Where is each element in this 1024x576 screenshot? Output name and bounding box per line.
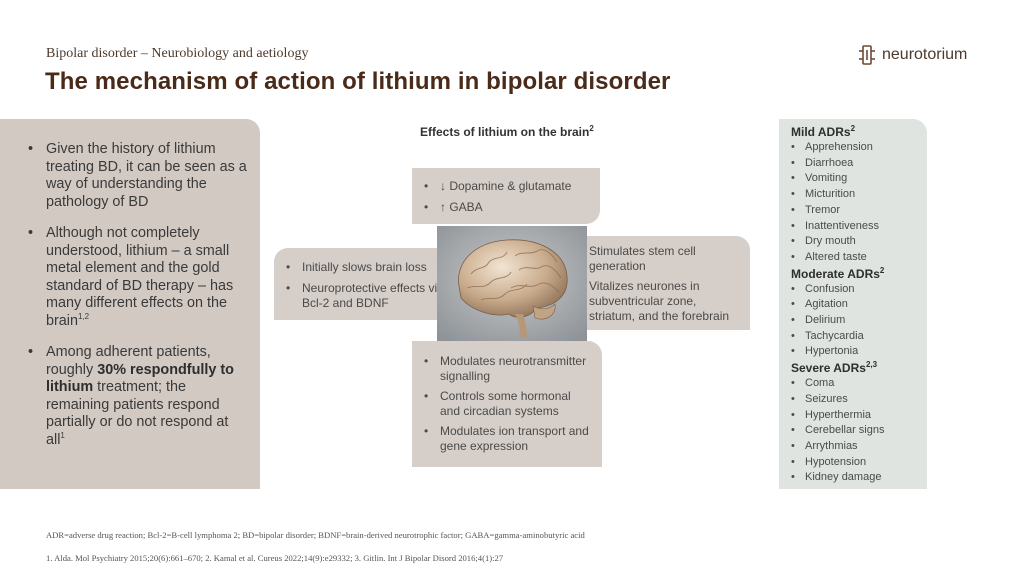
brand-logo: neurotorium	[858, 44, 967, 66]
adr-item: Cerebellar signs	[791, 423, 926, 439]
adr-item: Arrythmias	[791, 439, 926, 455]
abbreviations-footnote: ADR=adverse drug reaction; Bcl-2=B-cell …	[46, 530, 585, 540]
mild-adrs-list: Apprehension Diarrhoea Vomiting Micturit…	[791, 140, 926, 266]
effect-item: Modulates ion transport and gene express…	[424, 424, 594, 454]
brain-illustration	[437, 226, 587, 341]
adr-item: Hyperthermia	[791, 408, 926, 424]
diagram-title: Effects of lithium on the brain2	[420, 124, 594, 140]
adr-item: Kidney damage	[791, 470, 926, 486]
adr-item: Confusion	[791, 282, 926, 298]
adr-item: Apprehension	[791, 140, 926, 156]
slide-title: The mechanism of action of lithium in bi…	[45, 68, 671, 95]
severe-adrs-list: Coma Seizures Hyperthermia Cerebellar si…	[791, 376, 926, 486]
adr-item: Vomiting	[791, 171, 926, 187]
neurotorium-logo-icon	[859, 45, 875, 65]
effect-item: Modulates neurotransmitter signalling	[424, 354, 594, 384]
key-point-response-rate: Among adherent patients, roughly 30% res…	[28, 344, 248, 449]
effects-box-neurotransmitters: ↓ Dopamine & glutamate ↑ GABA	[412, 168, 600, 224]
effect-item: Stimulates stem cell generation	[573, 244, 744, 274]
slide-subtitle: Bipolar disorder – Neurobiology and aeti…	[46, 46, 309, 61]
adr-item: Diarrhoea	[791, 156, 926, 172]
adr-item: Coma	[791, 376, 926, 392]
key-point-mechanism: Although not completely understood, lith…	[28, 225, 248, 330]
moderate-adrs-heading: Moderate ADRs2	[791, 265, 885, 281]
adr-item: Dry mouth	[791, 234, 926, 250]
adr-item: Hypotension	[791, 455, 926, 471]
adr-panel: Mild ADRs2 Apprehension Diarrhoea Vomiti…	[791, 124, 926, 486]
adr-item: Tremor	[791, 203, 926, 219]
adr-item: Inattentiveness	[791, 219, 926, 235]
adr-item: Seizures	[791, 392, 926, 408]
effect-item: Initially slows brain loss	[286, 260, 444, 275]
adr-item: Agitation	[791, 297, 926, 313]
mild-adrs-heading: Mild ADRs2	[791, 124, 856, 140]
effect-item: Vitalizes neurones in subventricular zon…	[573, 279, 744, 324]
references-footnote: 1. Alda. Mol Psychiatry 2015;20(6):661–6…	[46, 553, 504, 563]
effect-item: ↑ GABA	[424, 200, 590, 215]
effect-item: Controls some hormonal and circadian sys…	[424, 389, 594, 419]
adr-item: Micturition	[791, 187, 926, 203]
moderate-adrs-list: Confusion Agitation Delirium Tachycardia…	[791, 282, 926, 361]
effect-item: ↓ Dopamine & glutamate	[424, 179, 590, 194]
effect-item: Neuroprotective effects via Bcl-2 and BD…	[286, 281, 444, 311]
key-points-list: Given the history of lithium treating BD…	[28, 141, 248, 463]
severe-adrs-heading: Severe ADRs2,3	[791, 360, 878, 376]
effects-box-neuroprotection: Initially slows brain loss Neuroprotecti…	[274, 248, 452, 320]
adr-item: Altered taste	[791, 250, 926, 266]
key-point-history: Given the history of lithium treating BD…	[28, 141, 248, 211]
adr-item: Delirium	[791, 313, 926, 329]
effects-box-signalling: Modulates neurotransmitter signalling Co…	[412, 341, 602, 467]
effects-box-neurogenesis: Stimulates stem cell generation Vitalize…	[561, 236, 750, 330]
adr-item: Tachycardia	[791, 329, 926, 345]
adr-item: Hypertonia	[791, 344, 926, 360]
brand-name: neurotorium	[882, 46, 968, 63]
